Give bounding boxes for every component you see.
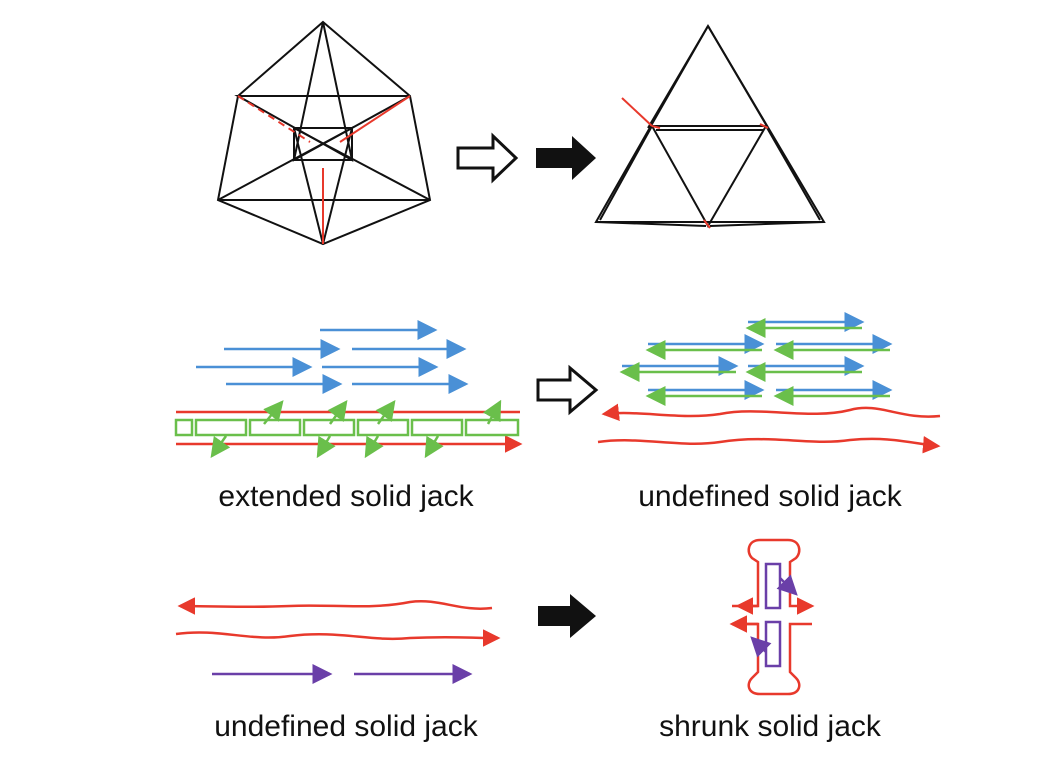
hollow-right-arrow-icon bbox=[456, 132, 519, 184]
green-arrows-left bbox=[210, 399, 502, 459]
red-wavy-strands-right bbox=[597, 403, 941, 454]
caption-undefined-top: undefined solid jack bbox=[638, 480, 903, 513]
green-links-left bbox=[174, 418, 520, 437]
shrunk-purple-arrows bbox=[750, 574, 798, 658]
red-wavy-strands-bottom bbox=[175, 597, 501, 647]
solid-right-arrow-icon-bottom bbox=[538, 594, 596, 638]
caption-extended: extended solid jack bbox=[218, 480, 474, 513]
red-strut-lines bbox=[237, 95, 411, 244]
collapsed-red-marks bbox=[621, 97, 769, 229]
caption-shrunk: shrunk solid jack bbox=[659, 710, 882, 743]
shrunk-jack-shape bbox=[729, 538, 815, 696]
red-strand-pair-left bbox=[176, 410, 523, 453]
shrunk-purple-links bbox=[764, 562, 782, 668]
collapsed-polyhedron bbox=[594, 24, 826, 229]
duplex-strands-right bbox=[619, 312, 893, 406]
solid-right-arrow-icon bbox=[536, 136, 596, 180]
blue-strands-left bbox=[196, 320, 469, 394]
hollow-right-arrow-icon-middle bbox=[536, 364, 599, 416]
caption-undefined-bottom: undefined solid jack bbox=[214, 710, 479, 743]
